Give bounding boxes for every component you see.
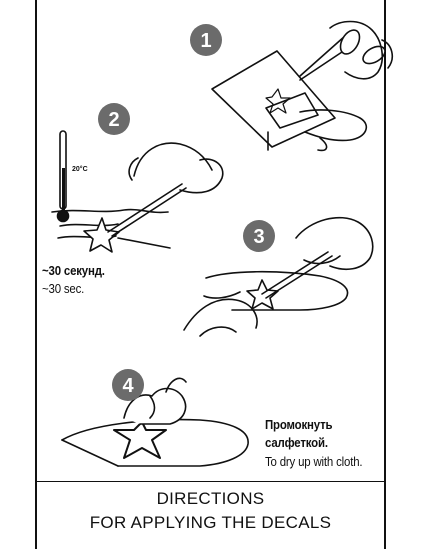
title-line-2: FOR APPLYING THE DECALS <box>37 513 384 533</box>
step-4-number: 4 <box>122 375 134 397</box>
step-3-illustration <box>184 218 373 336</box>
step-1-illustration <box>212 22 392 151</box>
step-4-caption-en: To dry up with cloth. <box>265 454 362 469</box>
step-2-illustration <box>52 131 223 252</box>
step-3-number: 3 <box>253 226 264 248</box>
step-4-caption-ru-line1: Промокнуть <box>265 417 332 432</box>
step-4-caption-ru-line2: салфеткой. <box>265 435 328 450</box>
thermometer-label: 20°C <box>72 166 88 173</box>
step-1-number: 1 <box>200 30 211 52</box>
title-line-1: DIRECTIONS <box>37 489 384 509</box>
step-2-caption-en: ~30 sec. <box>42 281 84 296</box>
section-divider <box>37 481 384 482</box>
step-4-illustration <box>62 378 248 466</box>
step-2-caption-ru: ~30 секунд. <box>42 263 105 278</box>
step-2-number: 2 <box>108 109 119 131</box>
